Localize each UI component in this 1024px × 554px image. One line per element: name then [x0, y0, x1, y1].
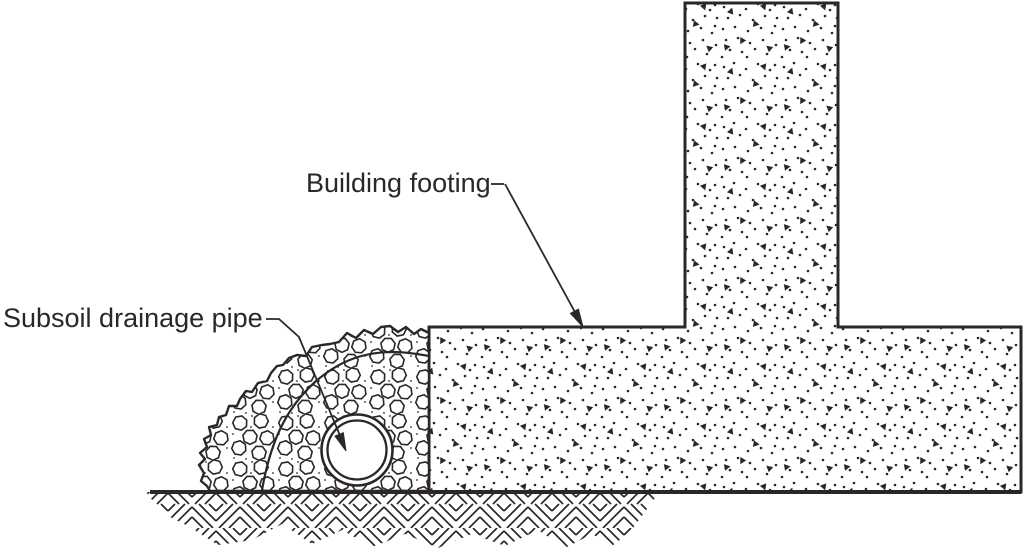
drainage-pipe-leader	[266, 318, 342, 439]
gravel-mound-shape	[197, 324, 431, 493]
building-footing-leader	[491, 183, 577, 315]
subsoil-drainage-pipe-label: Subsoil drainage pipe	[3, 303, 263, 333]
subsoil-hatch	[146, 492, 660, 548]
drainage-pipe-outer	[320, 413, 394, 487]
drainage-pipe-arrowhead	[334, 431, 347, 452]
building-footing-label: Building footing	[306, 168, 491, 198]
drainage-pipe-inner	[326, 419, 388, 481]
gravel-layer-arc	[260, 350, 430, 491]
building-footing-shape	[427, 1, 1023, 494]
building-footing-arrowhead	[569, 308, 584, 328]
